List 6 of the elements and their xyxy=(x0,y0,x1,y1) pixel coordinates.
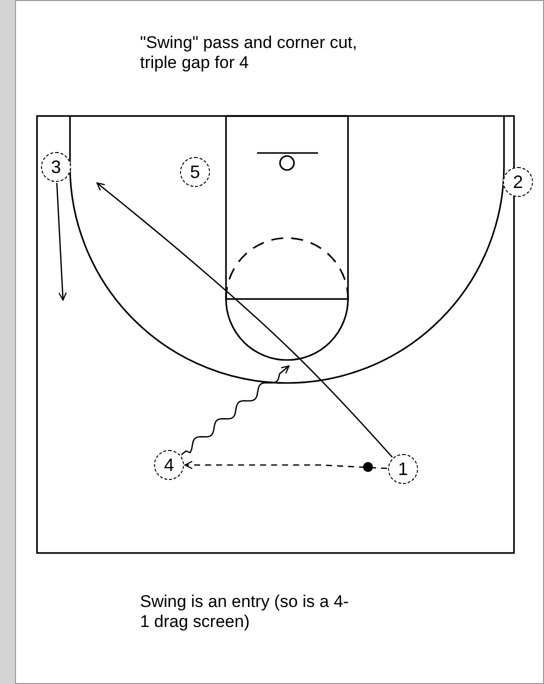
diagram-title: "Swing" pass and corner cut, triple gap for 4 xyxy=(140,33,358,73)
cut-arrow xyxy=(96,182,393,458)
pass-arrow xyxy=(184,460,388,470)
cut-arrow xyxy=(56,182,67,301)
diagram-caption: Swing is an entry (so is a 4-1 drag screen) xyxy=(140,592,350,632)
dribble-arrow xyxy=(180,365,290,456)
